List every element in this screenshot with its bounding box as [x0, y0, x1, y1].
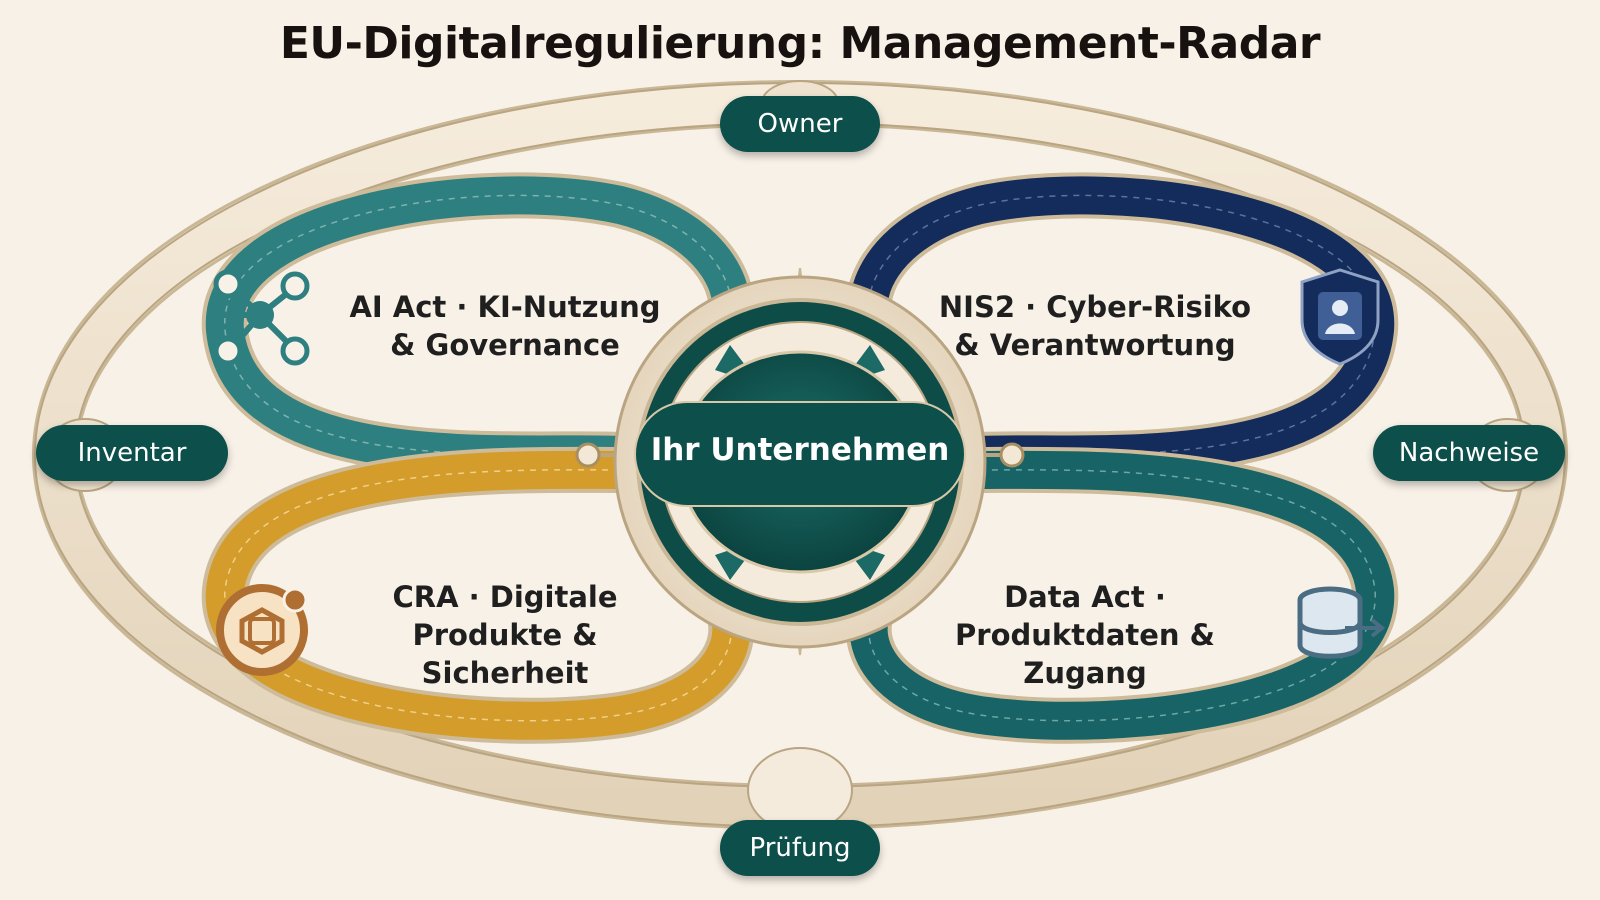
quadrant-ai-act: AI Act · KI-Nutzung & Governance — [330, 288, 680, 364]
ring-label-inventar: Inventar — [36, 425, 228, 481]
quadrant-data-act-line-2: Produktdaten & — [955, 618, 1215, 652]
quadrant-cra-line-1: CRA · Digitale — [392, 580, 618, 614]
quadrant-cra-line-2: Produkte & — [412, 618, 598, 652]
quadrant-cra: CRA · Digitale Produkte & Sicherheit — [355, 578, 655, 692]
chip-hexagon-icon — [216, 584, 308, 676]
quadrant-nis2: NIS2 · Cyber-Risiko & Verantwortung — [920, 288, 1270, 364]
petal-ai-act — [201, 172, 755, 478]
ring-label-pruefung: Prüfung — [720, 820, 880, 876]
quadrant-nis2-line-2: & Verantwortung — [954, 328, 1236, 362]
petal-cra — [201, 446, 755, 744]
petal-nis2 — [845, 172, 1399, 478]
petal-data-act — [845, 446, 1399, 744]
ring-label-nachweise: Nachweise — [1373, 425, 1565, 481]
shield-user-icon — [1300, 268, 1380, 366]
quadrant-data-act: Data Act · Produktdaten & Zugang — [935, 578, 1235, 692]
center-label: Ihr Unternehmen — [650, 432, 950, 468]
quadrant-ai-act-line-2: & Governance — [390, 328, 620, 362]
compass-hub — [613, 267, 987, 656]
database-arrow-icon — [1297, 586, 1386, 659]
page-title: EU-Digitalregulierung: Management-Radar — [279, 18, 1321, 69]
network-nodes-icon — [213, 269, 310, 366]
quadrant-nis2-line-1: NIS2 · Cyber-Risiko — [938, 290, 1252, 324]
quadrant-data-act-line-1: Data Act · — [1004, 580, 1166, 614]
quadrant-ai-act-line-1: AI Act · KI-Nutzung — [349, 290, 661, 324]
quadrant-cra-line-3: Sicherheit — [421, 656, 589, 690]
quadrant-data-act-line-3: Zugang — [1023, 656, 1147, 690]
ring-label-owner: Owner — [720, 96, 880, 152]
